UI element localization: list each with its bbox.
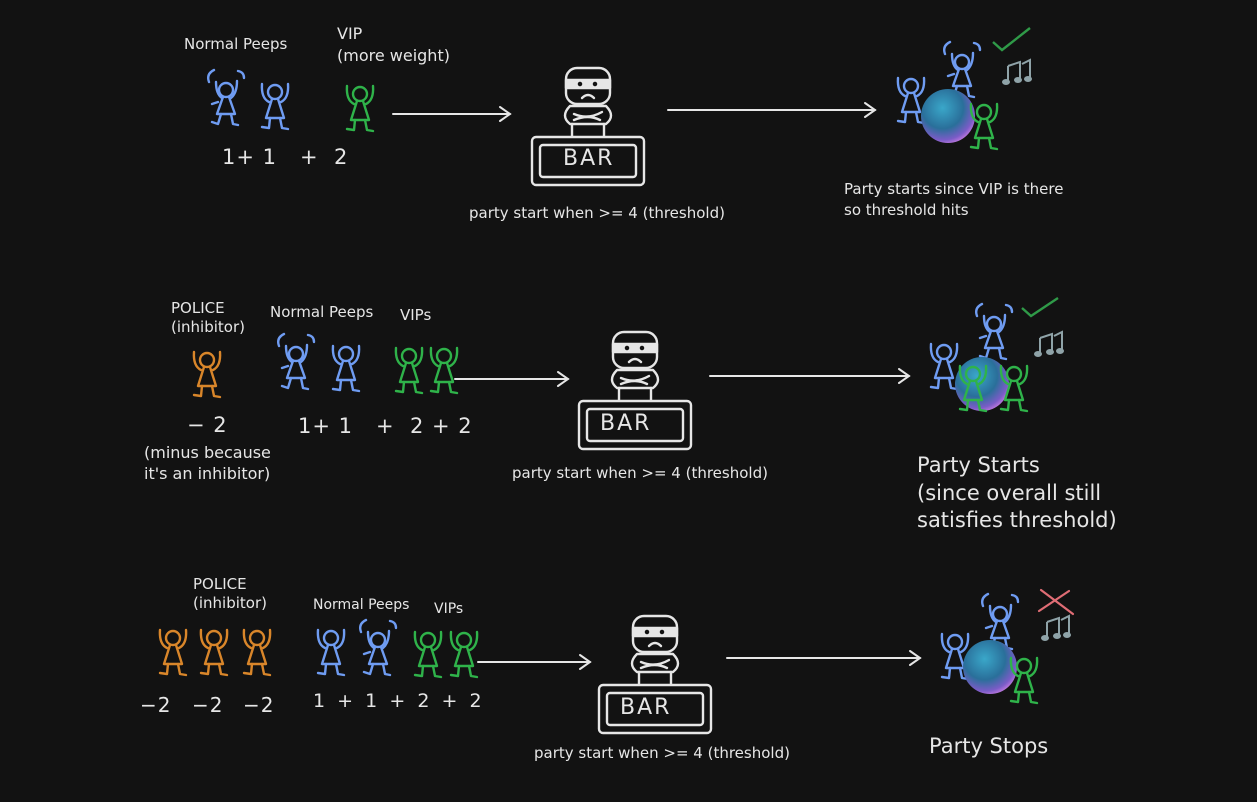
outcome-text-line-2: (since overall still: [917, 481, 1102, 505]
outcome-text-line-1: Party Starts: [917, 453, 1040, 477]
group-label-police-note: (inhibitor): [193, 594, 267, 612]
police-person-1: [158, 628, 188, 677]
music-notes-icon: [1033, 331, 1065, 358]
outcome-text-line-1: Party Stops: [929, 734, 1049, 758]
vip-person-1: [413, 630, 443, 679]
bar-sign: BAR: [620, 695, 672, 720]
group-label-vip-note: (more weight): [337, 46, 450, 65]
threshold-caption: party start when >= 4 (threshold): [512, 464, 768, 482]
weight-equation: 1 + 1 + 2 + 2: [313, 690, 482, 712]
vip-person-2: [449, 630, 479, 679]
group-label-police-note: (inhibitor): [171, 318, 245, 336]
police-person-2: [199, 628, 229, 677]
party-outcome: [896, 27, 1033, 151]
normal-person-2: [331, 344, 361, 393]
arrow-to-bar: [477, 654, 592, 670]
weight-equation: 1+ 1 + 2: [222, 145, 349, 169]
normal-person-2: [260, 82, 290, 131]
vip-person-1: [345, 84, 375, 133]
disco-ball-icon: [963, 640, 1017, 694]
group-label-vips: VIPs: [400, 306, 432, 324]
weight-equation: 1+ 1 + 2 + 2: [298, 414, 473, 438]
check-icon: [992, 27, 1031, 52]
arrow-to-bar: [392, 106, 512, 122]
disco-ball-icon: [955, 357, 1009, 411]
normal-person-2: [358, 618, 398, 677]
normal-person-1: [276, 332, 316, 391]
outcome-text-line-1: Party starts since VIP is there: [844, 180, 1064, 198]
party-outcome: [929, 297, 1065, 413]
disco-ball-icon: [921, 89, 975, 143]
inhibitor-note-line-2: it's an inhibitor): [144, 464, 271, 483]
music-notes-icon: [1040, 615, 1072, 642]
normal-person-1: [206, 68, 246, 127]
bar-sign: BAR: [600, 411, 652, 436]
group-label-police: POLICE: [193, 575, 247, 593]
inhibitor-note-line-1: (minus because: [144, 443, 271, 462]
group-label-normal: Normal Peeps: [270, 303, 374, 321]
group-label-vip: VIP: [337, 24, 363, 43]
police-weight-3: −2: [243, 693, 275, 717]
cross-icon: [1037, 588, 1075, 616]
police-weight-1: −2: [140, 693, 172, 717]
party-outcome: [940, 588, 1075, 705]
vip-person-2: [429, 346, 459, 395]
music-notes-icon: [1001, 59, 1033, 86]
group-label-police: POLICE: [171, 299, 225, 317]
group-label-normal: Normal Peeps: [313, 597, 410, 613]
police-person-1: [192, 350, 222, 399]
police-person-3: [242, 628, 272, 677]
outcome-text-line-2: so threshold hits: [844, 201, 969, 219]
group-label-vips: VIPs: [434, 601, 464, 617]
threshold-caption: party start when >= 4 (threshold): [534, 744, 790, 762]
police-weight: − 2: [187, 413, 228, 437]
normal-person-1: [316, 628, 346, 677]
check-icon: [1021, 297, 1059, 318]
threshold-caption: party start when >= 4 (threshold): [469, 204, 725, 222]
arrow-to-outcome: [709, 368, 911, 384]
arrow-to-outcome: [726, 650, 922, 666]
arrow-to-outcome: [667, 102, 877, 118]
vip-person-1: [394, 346, 424, 395]
outcome-text-line-3: satisfies threshold): [917, 508, 1117, 532]
arrow-to-bar: [454, 371, 570, 387]
police-weight-2: −2: [192, 693, 224, 717]
group-label-normal: Normal Peeps: [184, 35, 288, 53]
bar-sign: BAR: [563, 146, 615, 171]
